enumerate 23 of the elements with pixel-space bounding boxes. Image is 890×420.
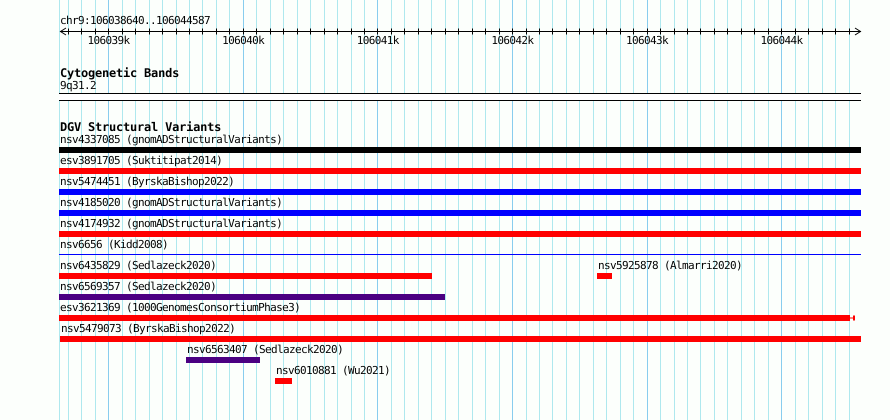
feature-label: nsv4174932 (gnomADStructuralVariants) [60,218,282,230]
feature-label: nsv6010881 (Wu2021) [276,365,390,377]
tick-label: 106042k [491,35,534,47]
feature-label: esv3621369 (1000GenomesConsortiumPhase3) [60,302,300,314]
feature-label: nsv5479073 (ByrskaBishop2022) [61,323,236,335]
feature-label: nsv4337085 (gnomADStructuralVariants) [60,134,282,146]
track-title: Cytogenetic Bands [60,67,180,80]
band-label: 9q31.2 [60,80,96,92]
feature-label: nsv6569357 (Sedlazeck2020) [60,281,216,293]
tick-label: 106040k [222,35,264,47]
feature-label: nsv5474451 (ByrskaBishop2022) [60,176,234,188]
feature-label: esv3891705 (Suktitipat2014) [60,155,222,167]
tick-label: 106044k [760,35,803,47]
tick-label: 106041k [356,35,399,47]
feature-label: nsv6656 (Kidd2008) [60,239,168,251]
track-title: DGV Structural Variants [60,121,222,134]
feature-label: nsv5925878 (Almarri2020) [598,260,742,272]
feature-label: nsv6435829 (Sedlazeck2020) [60,260,216,272]
region-coordinates: chr9:106038640..106044587 [60,15,210,27]
tick-label: 106039k [88,35,130,47]
feature-label: nsv4185020 (gnomADStructuralVariants) [60,197,282,209]
feature-label: nsv6563407 (Sedlazeck2020) [187,344,344,356]
tick-label: 106043k [626,35,668,47]
